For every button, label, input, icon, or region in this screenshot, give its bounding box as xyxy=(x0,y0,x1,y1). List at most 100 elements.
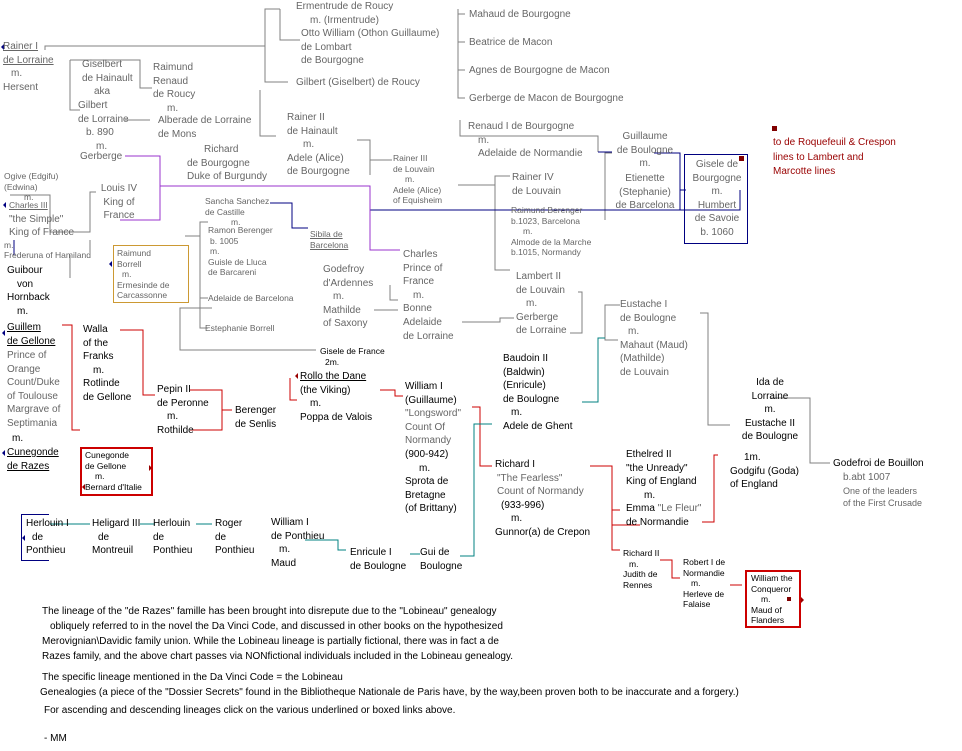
arrow-left-icon[interactable] xyxy=(22,535,25,541)
person-alberade-de-lorraine: Alberade de Lorraine de Mons xyxy=(158,114,251,141)
name-line: de Gellone xyxy=(83,391,132,403)
arrow-left-icon[interactable] xyxy=(82,484,85,490)
name: Raimund xyxy=(117,248,152,258)
name-line: de Barcareni xyxy=(208,267,257,277)
person-rollo-the-dane[interactable]: Rollo the Dane(the Viking)m.Poppa de Val… xyxy=(300,370,372,424)
marriage-charles-iii: m. xyxy=(4,240,14,250)
name-line: Maud xyxy=(271,557,297,569)
link-icon[interactable] xyxy=(787,597,791,601)
name: Alberade de Lorraine xyxy=(158,115,252,126)
name-line: Ponthieu xyxy=(215,545,255,557)
person-beatrice-de-macon: Beatrice de Macon xyxy=(469,37,553,48)
note-line: The specific lineage mentioned in the Da… xyxy=(42,672,343,683)
name[interactable]: Rainer I xyxy=(3,41,39,52)
link-icon[interactable] xyxy=(739,156,744,161)
name-line: m. xyxy=(761,594,771,604)
box-gisele-de-bourgogne[interactable] xyxy=(684,154,748,244)
name: Ramon Berenger xyxy=(208,225,273,235)
name-line: d'Ardennes xyxy=(323,277,374,289)
name-line: de Mons xyxy=(158,128,197,140)
name: Enricule I xyxy=(350,547,392,558)
name-line[interactable]: de Lorraine xyxy=(3,54,54,66)
box-william-the-conqueror[interactable] xyxy=(745,570,801,628)
arrow-left-icon[interactable] xyxy=(109,261,112,267)
person-cunegonde-de-razes[interactable]: Cunegonde de Razes xyxy=(7,446,59,473)
person-godgifu: 1m.Godgifu (Goda)of England xyxy=(730,451,799,492)
name-line: de Lorraine xyxy=(403,330,454,342)
arrow-right-icon[interactable] xyxy=(149,465,152,471)
name: Guibour xyxy=(7,265,43,276)
name-line: Normandie xyxy=(683,567,725,578)
name: Berenger xyxy=(235,405,277,416)
person-mahaud-de-bourgogne: Mahaud de Bourgogne xyxy=(469,9,571,20)
arrow-left-icon[interactable] xyxy=(295,373,298,379)
name-line: de Barcelona xyxy=(615,200,675,212)
name-line: de Castille xyxy=(205,206,245,217)
name: Herlouin xyxy=(153,518,191,529)
name: Eustache I xyxy=(620,299,668,310)
name[interactable]: Sibila de xyxy=(310,229,343,239)
name-line[interactable]: de Gellone xyxy=(7,335,56,347)
box-raimund-borrell[interactable] xyxy=(113,245,189,303)
name[interactable]: Cunegonde xyxy=(7,447,59,458)
name[interactable]: Rollo the Dane xyxy=(300,371,367,382)
name-line: Adele de Ghent xyxy=(503,420,573,432)
name-line: "Longsword" xyxy=(405,408,462,420)
name-line: de Normandie xyxy=(626,516,689,528)
name-line: de Hainault xyxy=(82,72,133,84)
name-line: King of xyxy=(103,196,135,208)
box-cunegonde-de-gellone[interactable] xyxy=(80,447,153,496)
arrow-left-icon[interactable] xyxy=(2,450,5,456)
link-roquefeuil-crespon[interactable]: to de Roquefeuil & Crespon lines to Lamb… xyxy=(773,137,896,177)
name-line: de Louvain xyxy=(620,366,669,378)
person-charles-iii[interactable]: Charles III"the Simple"King of France xyxy=(9,199,74,240)
name: Baudoin II xyxy=(503,353,549,364)
name: Gisele de xyxy=(695,159,739,170)
name: 1m. xyxy=(744,452,761,463)
name-line: (933-996) xyxy=(501,499,545,511)
name-line: b. 1005 xyxy=(210,235,239,246)
note-line: obliquely referred to in the novel the D… xyxy=(50,621,503,632)
name: Prince of xyxy=(7,350,47,361)
note-paragraph-3: For ascending and descending lineages cl… xyxy=(44,705,456,716)
name-line[interactable]: de Razes xyxy=(7,460,50,472)
arrow-right-icon[interactable] xyxy=(801,597,804,603)
arrow-left-icon[interactable] xyxy=(3,202,6,208)
name-line: Gunnor(a) de Crepon xyxy=(495,526,591,538)
name-line: (Stephanie) xyxy=(619,186,671,198)
name-line: France xyxy=(103,210,135,222)
arrow-left-icon[interactable] xyxy=(1,44,4,50)
name-line: Hersent xyxy=(3,81,39,93)
name-line: b. 890 xyxy=(86,127,114,139)
person-guillem-de-gellone[interactable]: Guillem de Gellone xyxy=(7,321,55,348)
name-line: Count/Duke xyxy=(7,377,60,389)
name-line: de Lombart xyxy=(301,41,352,53)
name-line[interactable]: Barcelona xyxy=(310,239,349,250)
name-line: Emma xyxy=(626,503,658,515)
name-line: m. xyxy=(17,305,29,317)
link-icon[interactable] xyxy=(772,126,777,131)
name: Richard I xyxy=(495,459,536,470)
name[interactable]: Guillem xyxy=(7,322,41,333)
arrow-left-icon[interactable] xyxy=(2,330,5,336)
name-line: de Bourgogne xyxy=(187,157,250,169)
name-line: m. xyxy=(628,326,640,338)
name[interactable]: Charles III xyxy=(9,200,48,210)
name: William I xyxy=(405,381,443,392)
box-herlouin-i-de-ponthieu[interactable] xyxy=(21,514,49,561)
name-line: m. xyxy=(413,289,425,301)
